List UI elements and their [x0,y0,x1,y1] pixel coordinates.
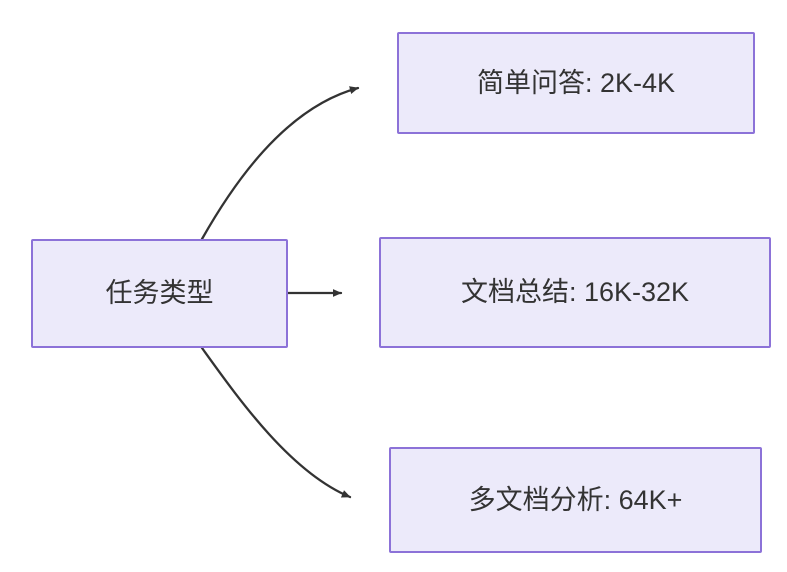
node-simple-qa-label: 简单问答: 2K-4K [476,67,676,98]
node-multi-doc-analysis[interactable]: 多文档分析: 64K+ [389,447,762,553]
node-multi-doc-analysis-label: 多文档分析: 64K+ [468,484,683,515]
node-doc-summary-label: 文档总结: 16K-32K [460,277,690,308]
edge-root-to-simple-qa [200,86,360,241]
node-doc-summary[interactable]: 文档总结: 16K-32K [379,237,771,348]
node-task-type[interactable]: 任务类型 [31,239,288,348]
edge-root-to-multi-doc [200,346,352,499]
node-task-type-label: 任务类型 [105,278,214,309]
node-simple-qa[interactable]: 简单问答: 2K-4K [397,32,755,134]
